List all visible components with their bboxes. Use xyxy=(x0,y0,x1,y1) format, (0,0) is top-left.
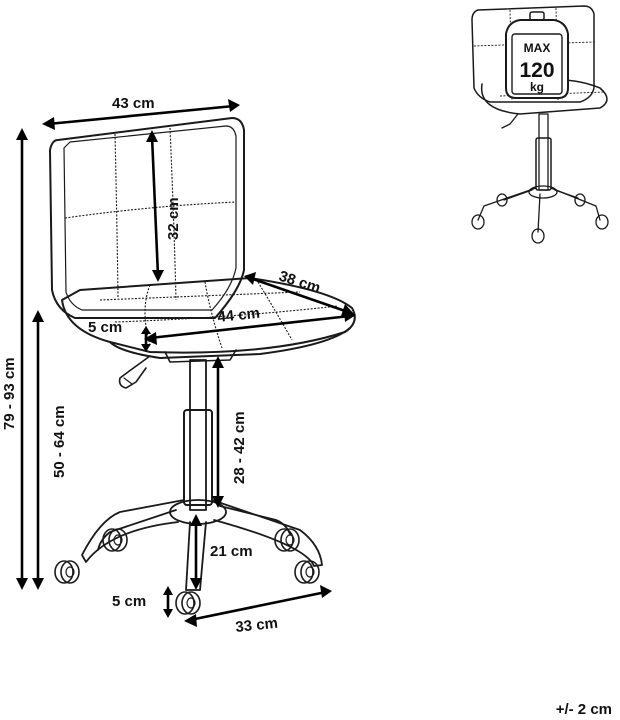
label-backrest-height: 32 cm xyxy=(165,197,182,240)
small-chair: MAX 120 kg xyxy=(471,5,609,244)
gas-lift-mechanism xyxy=(118,349,237,511)
label-caster-height: 5 cm xyxy=(112,593,146,610)
label-base-height: 21 cm xyxy=(210,543,253,560)
label-backrest-width: 43 cm xyxy=(112,95,155,112)
label-seat-height: 50 - 64 cm xyxy=(51,405,68,478)
badge-weight-unit: kg xyxy=(530,80,544,94)
label-base-radius: 33 cm xyxy=(235,615,279,636)
badge-weight-value: 120 xyxy=(519,59,554,82)
backrest xyxy=(49,117,245,319)
dimension-arrows xyxy=(16,99,356,627)
label-seat-thickness: 5 cm xyxy=(88,319,122,336)
label-lift-range: 28 - 42 cm xyxy=(231,411,248,484)
seat-cushion xyxy=(61,277,356,359)
badge-max-label: MAX xyxy=(524,41,551,55)
dimension-labels: 43 cm 32 cm 38 cm 44 cm 5 cm 79 - 93 cm … xyxy=(1,95,322,636)
weight-icon xyxy=(505,11,569,99)
star-base xyxy=(54,499,323,615)
tolerance-note: +/- 2 cm xyxy=(556,701,612,718)
label-total-height: 79 - 93 cm xyxy=(1,357,18,430)
label-seat-width: 44 cm xyxy=(217,305,261,326)
main-chair xyxy=(49,117,356,615)
